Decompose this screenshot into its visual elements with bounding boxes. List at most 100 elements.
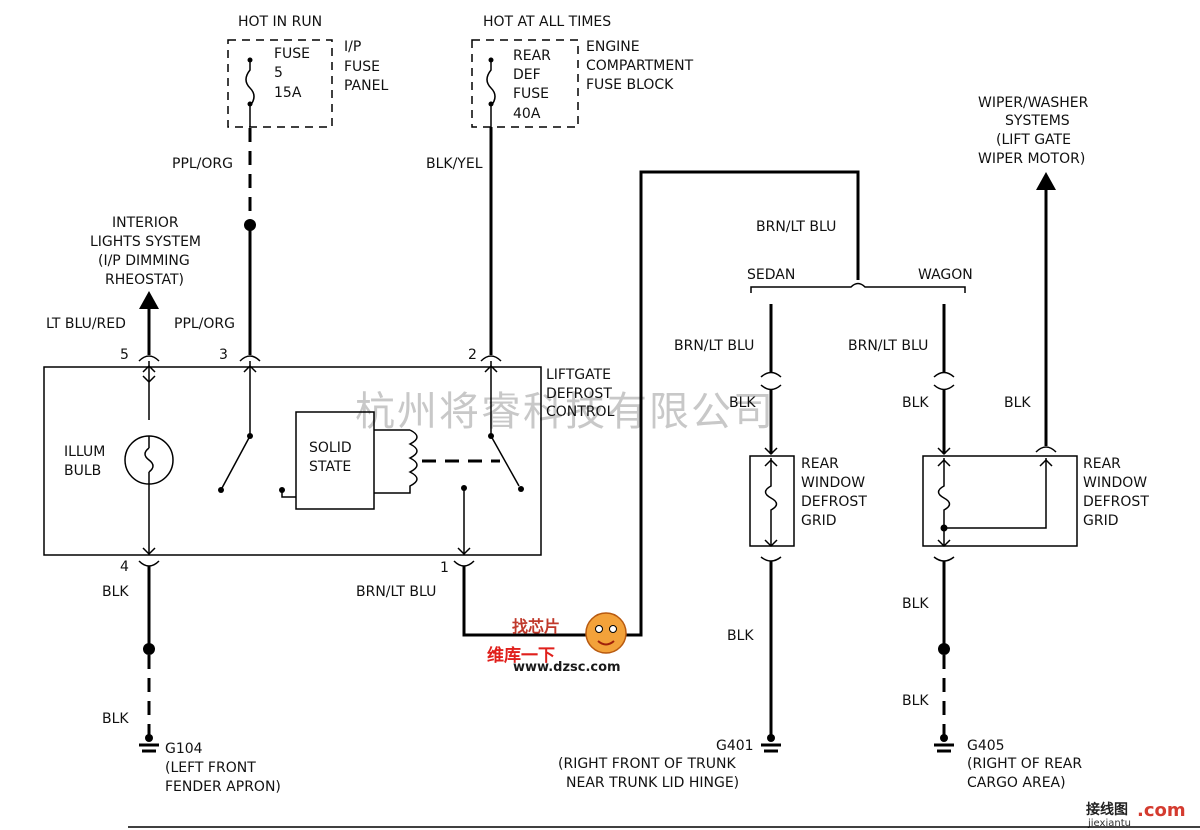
blk-wagon-splice-dot [938,643,950,655]
svg-text:CARGO AREA): CARGO AREA) [967,775,1066,791]
wagon-label: WAGON [918,267,973,283]
svg-text:SOLID: SOLID [309,440,352,456]
lt-blu-red-label: LT BLU/RED [46,316,126,332]
svg-text:(RIGHT OF REAR: (RIGHT OF REAR [967,756,1082,772]
g405-label: G405 [967,738,1005,754]
rear-def-fuse-text: REAR DEF FUSE 40A [513,48,551,122]
blk-wagon-lower2-label: BLK [902,693,929,709]
liftgate-defrost-control-module [43,366,542,556]
rear-def-fuse-symbol [486,58,496,127]
svg-text:SYSTEMS: SYSTEMS [1005,113,1070,129]
rear-def-fuse-terminal-top [488,57,494,63]
relay-coil-symbol [374,429,418,494]
blk-left-splice-dot [143,643,155,655]
illum-bulb-label: ILLUM BULB [64,444,105,479]
svg-text:WIPER/WASHER: WIPER/WASHER [978,95,1089,111]
ip-fuse-panel-box [227,39,333,128]
g104-ground-icon [139,734,159,753]
svg-text:DEFROST: DEFROST [801,494,867,510]
rear-grid-sedan-label: REAR WINDOW DEFROST GRID [801,456,867,529]
connector-pin-1: 1 [440,560,475,576]
wiper-arrow-icon [1036,172,1056,190]
mascot-icon [585,612,627,654]
g401-label: G401 [716,738,754,754]
wagon-grid-splice-dot [940,524,948,532]
svg-text:RHEOSTAT): RHEOSTAT) [105,272,184,288]
ppl-org-label: PPL/ORG [174,316,235,332]
svg-text:ILLUM: ILLUM [64,444,105,460]
wagon-grid-arrow-icon [937,447,951,456]
pin1-switch-contact [461,485,467,491]
sedan-grid-element-symbol [764,458,778,546]
brn-lt-blu-wagon-label: BRN/LT BLU [848,338,928,354]
sedan-wagon-split-bracket [750,282,966,293]
svg-text:REAR: REAR [1083,456,1121,472]
blk-sedan-lower-label: BLK [727,628,754,644]
connector-pin-5: 5 [120,347,160,363]
sedan-grid-inner-arrow-icon [764,458,778,467]
pin5-arrow-icon [142,364,156,373]
svg-text:I/P: I/P [344,39,361,55]
svg-text:(LEFT FRONT: (LEFT FRONT [165,760,256,776]
svg-text:40A: 40A [513,106,541,122]
engine-fuse-block-box [471,39,579,128]
pin3-arrow-icon [243,364,257,373]
wiper-washer-label: WIPER/WASHER SYSTEMS (LIFT GATE WIPER MO… [978,95,1089,167]
svg-text:FUSE: FUSE [513,86,549,102]
wagon-grid-inner-arrow-icon [937,458,951,467]
engine-fuse-block-label: ENGINE COMPARTMENT FUSE BLOCK [586,39,694,93]
svg-text:STATE: STATE [309,459,351,475]
pin3-switch-blade [221,435,251,489]
svg-text:3: 3 [219,347,228,363]
blk-pin4-label: BLK [102,584,129,600]
svg-text:www.dzsc.com: www.dzsc.com [513,660,621,675]
fuse-5-symbol [245,58,255,127]
svg-text:FUSE: FUSE [274,46,310,62]
svg-text:WIPER MOTOR): WIPER MOTOR) [978,151,1085,167]
svg-text:DEF: DEF [513,67,541,83]
svg-text:REAR: REAR [513,48,551,64]
svg-text:LIFTGATE: LIFTGATE [546,367,611,383]
rear-grid-wagon-label: REAR WINDOW DEFROST GRID [1083,456,1149,529]
g104-label: G104 [165,741,203,757]
svg-text:REAR: REAR [801,456,839,472]
interior-lights-arrow-icon [139,291,159,309]
wagon-connector-icon [933,371,955,391]
g405-ground-icon [934,734,954,753]
svg-text:15A: 15A [274,85,302,101]
fuse-5-terminal-top [247,57,253,63]
blk-yel-label: BLK/YEL [426,156,483,172]
g401-location: (RIGHT FRONT OF TRUNK NEAR TRUNK LID HIN… [558,756,739,791]
wagon-grid-bottom-arrow-icon [937,539,951,548]
svg-text:(LIFT GATE: (LIFT GATE [996,132,1071,148]
svg-text:5: 5 [120,347,129,363]
hot-at-all-times-label: HOT AT ALL TIMES [483,14,611,30]
svg-text:(RIGHT FRONT OF TRUNK: (RIGHT FRONT OF TRUNK [558,756,736,772]
ip-fuse-panel-label: I/P FUSE PANEL [344,39,388,94]
blk-wagon-lower1-label: BLK [902,596,929,612]
blk-left-lower-label: BLK [102,711,129,727]
connector-pin-2: 2 [468,347,502,363]
svg-text:ENGINE: ENGINE [586,39,640,55]
dzsc-logo-watermark: 找芯片 维库一下 www.dzsc.com [487,612,627,675]
brn-lt-blu-sedan-label: BRN/LT BLU [674,338,754,354]
connector-pin-4: 4 [120,559,160,575]
liftgate-defrost-control-label: LIFTGATE DEFROST CONTROL [546,367,615,420]
svg-text:5: 5 [274,65,283,81]
svg-text:GRID: GRID [1083,513,1119,529]
g405-location: (RIGHT OF REAR CARGO AREA) [967,756,1082,791]
pin2-switch-blade [490,435,520,487]
sedan-grid-arrow-icon [764,447,778,456]
svg-text:接线图: 接线图 [1086,801,1128,818]
g104-location: (LEFT FRONT FENDER APRON) [165,760,281,795]
pin4-arrow-icon [142,547,156,556]
sedan-connector-icon [760,371,782,391]
sedan-grid-bottom-arrow-icon [764,539,778,548]
blk-wiper-label: BLK [1004,395,1031,411]
sedan-lower-connector-icon [760,556,782,562]
svg-text:GRID: GRID [801,513,837,529]
sedan-defrost-grid-box [749,455,795,547]
hot-in-run-label: HOT IN RUN [238,14,322,30]
wiper-inner-arrow-icon [1039,458,1053,467]
